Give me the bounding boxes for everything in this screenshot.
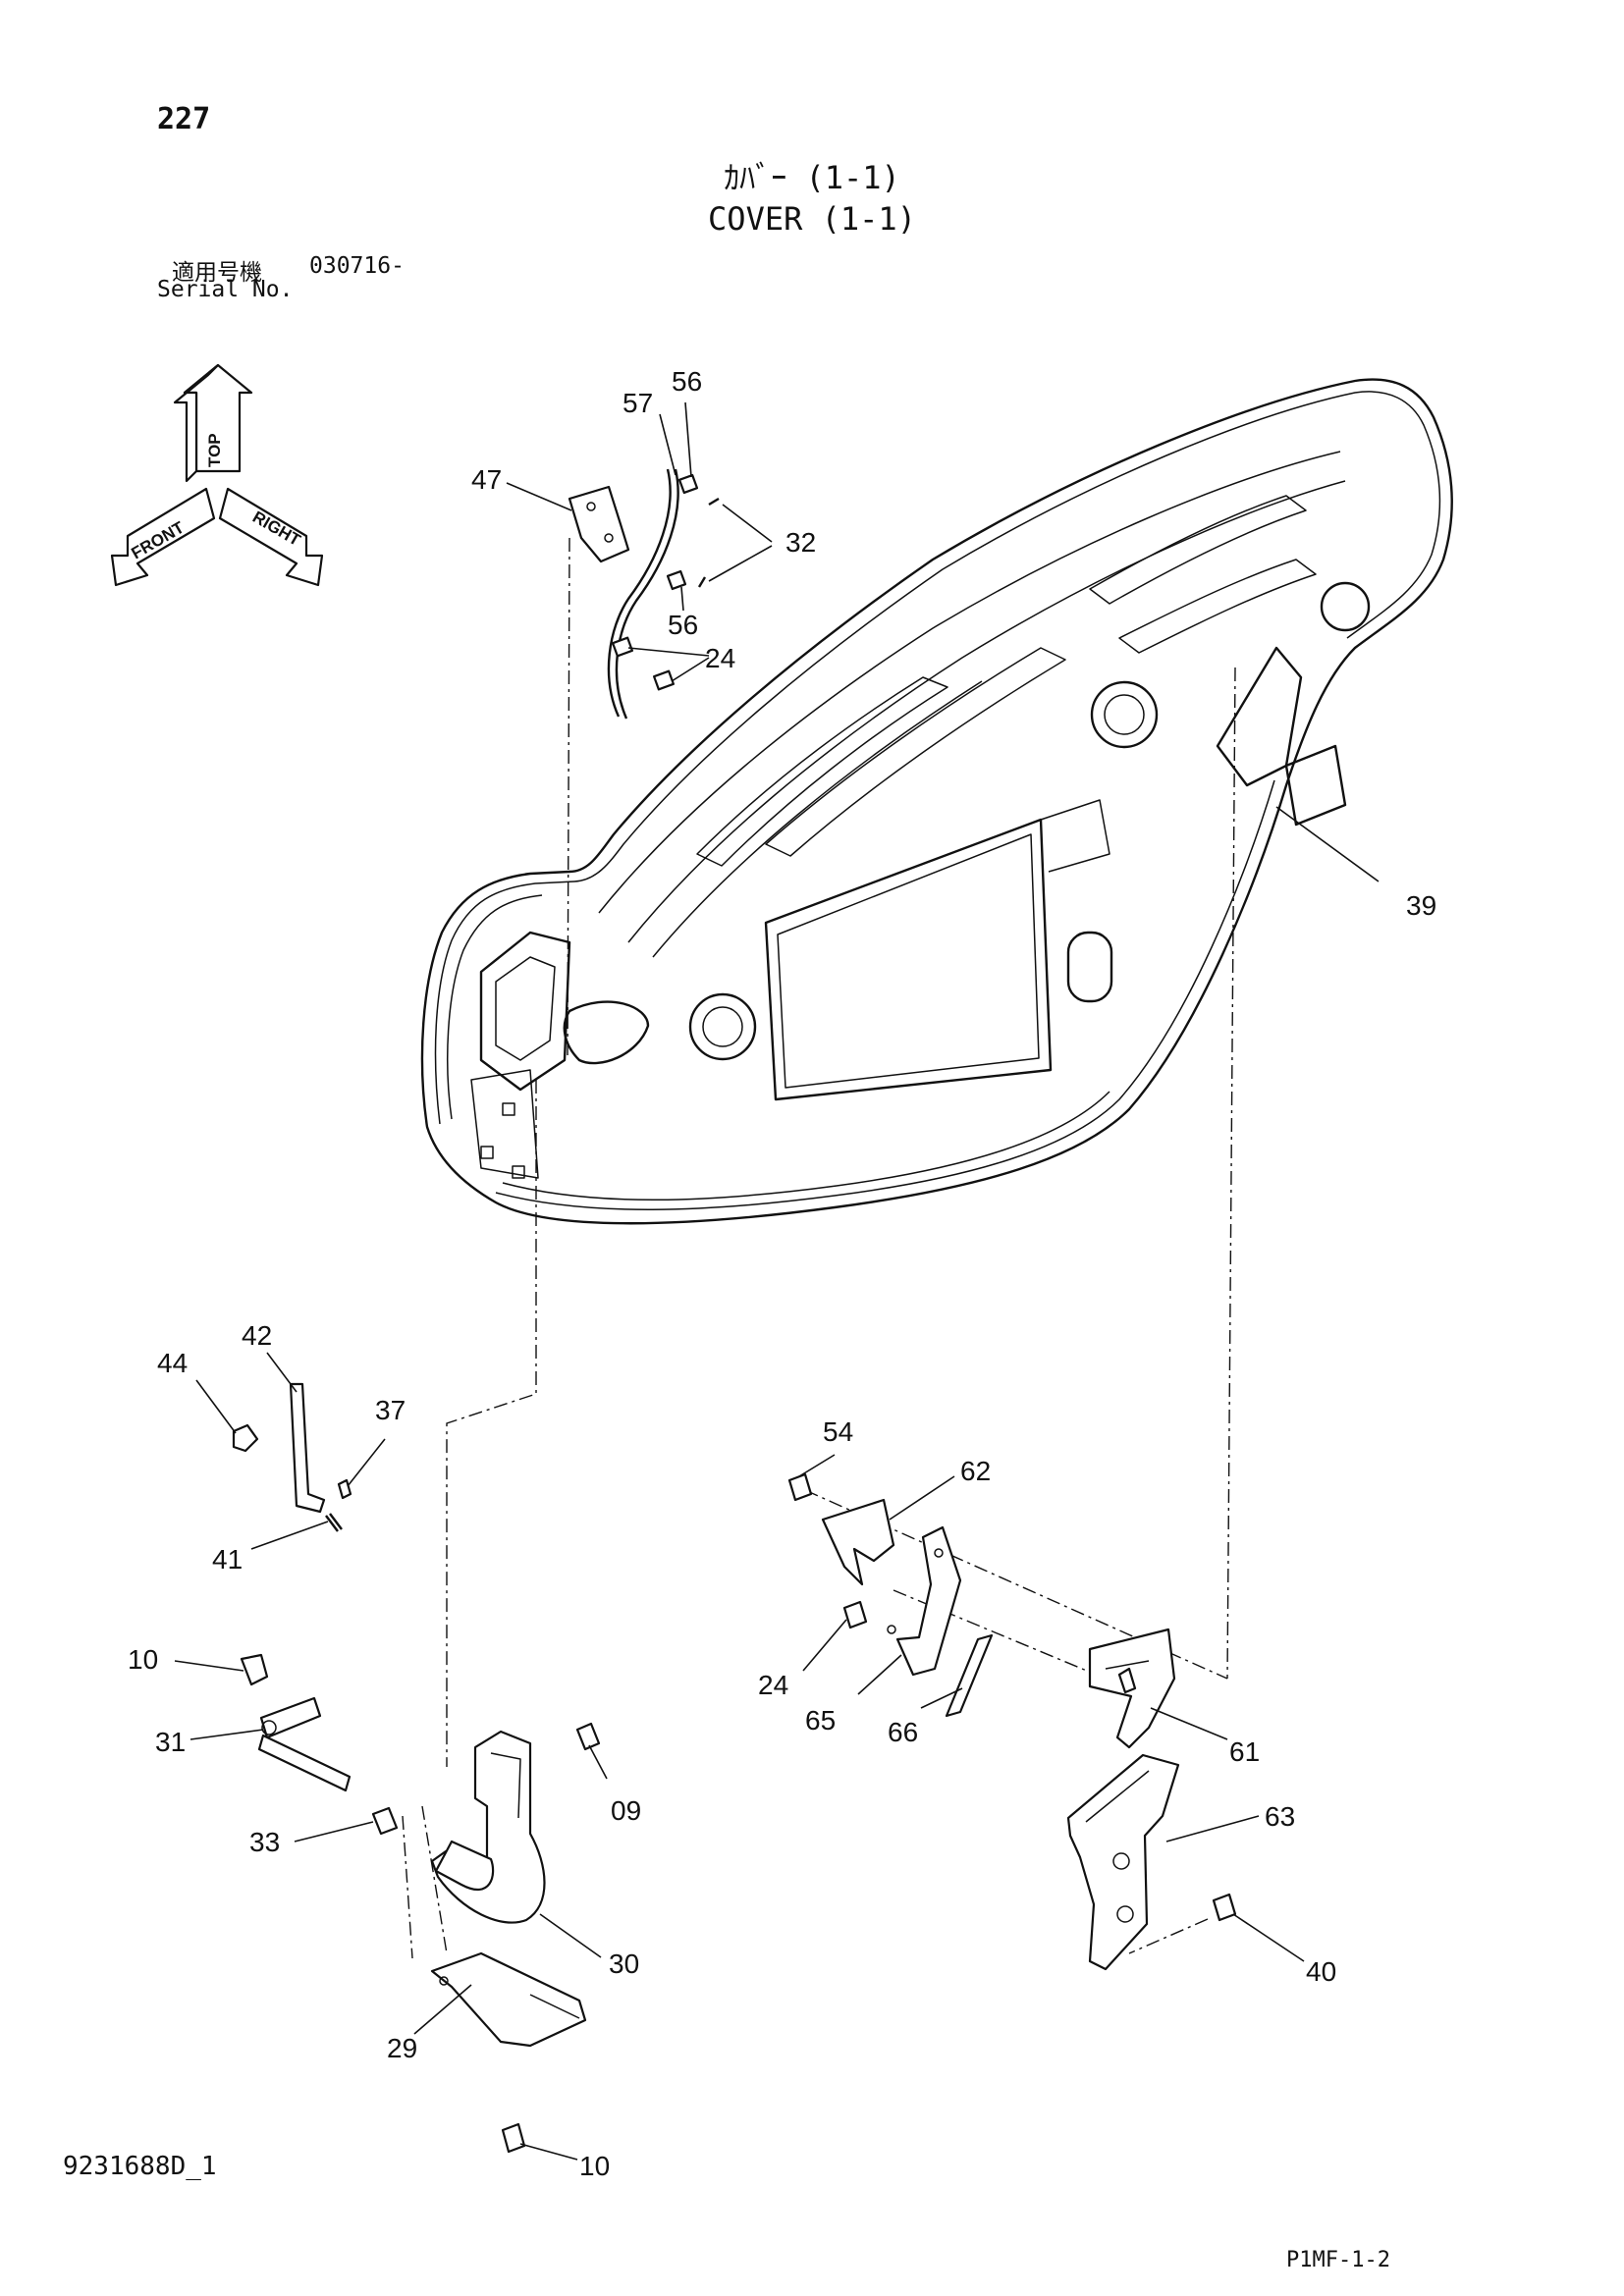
callout-56-lower: 56: [668, 610, 698, 640]
serial-number-value: 030716-: [309, 253, 405, 279]
callout-62: 62: [960, 1456, 991, 1486]
bracket-assembly-30: [371, 1722, 601, 2154]
cable-bracket-group: [568, 468, 720, 720]
callout-37: 37: [375, 1395, 406, 1425]
serial-label-english: Serial No.: [157, 277, 294, 302]
drawing-id: 9231688D_1: [63, 2152, 217, 2181]
page-code: P1MF-1-2: [1286, 2248, 1390, 2272]
callout-57: 57: [623, 388, 653, 418]
callout-66: 66: [888, 1717, 918, 1747]
callout-40: 40: [1306, 1956, 1336, 1987]
callout-numbers: 56 57 47 32 56 24 39 44 42 37 41 10 31 3…: [128, 366, 1436, 2181]
callout-65: 65: [805, 1705, 836, 1735]
callout-29: 29: [387, 2033, 417, 2063]
callout-31: 31: [155, 1727, 186, 1757]
bracket-part-63: [1066, 1753, 1237, 1971]
title-japanese: ｶﾊﾞｰ (1-1): [724, 159, 900, 196]
callout-39: 39: [1406, 890, 1436, 921]
callout-09: 09: [611, 1795, 641, 1826]
callout-32: 32: [785, 527, 816, 558]
orientation-indicator: TOP FRONT RIGHT: [110, 363, 324, 587]
page-number: 227: [157, 102, 211, 136]
callout-33: 33: [249, 1827, 280, 1857]
bracket-assembly-61: [787, 1472, 1176, 1749]
callout-24: 24: [705, 643, 735, 673]
callout-24-right: 24: [758, 1670, 788, 1700]
callout-10: 10: [128, 1644, 158, 1675]
callout-61: 61: [1229, 1736, 1260, 1767]
title-english: COVER (1-1): [708, 200, 916, 238]
callout-56: 56: [672, 366, 702, 397]
callout-41: 41: [212, 1544, 243, 1575]
rod-assembly-42: [232, 1382, 352, 1532]
callout-42: 42: [242, 1320, 272, 1351]
serial-label-japanese: 適用号機: [172, 260, 262, 286]
callout-54: 54: [823, 1416, 853, 1447]
callout-30: 30: [609, 1949, 639, 1979]
callout-63: 63: [1265, 1801, 1295, 1832]
pin-and-link-31: [240, 1653, 352, 1792]
callout-47: 47: [471, 464, 502, 495]
leader-lines: [174, 401, 1380, 2161]
orientation-top-label: TOP: [205, 433, 224, 467]
callout-44: 44: [157, 1348, 188, 1378]
callout-10-lower: 10: [579, 2151, 610, 2181]
main-cover-part-39: [420, 378, 1453, 1225]
